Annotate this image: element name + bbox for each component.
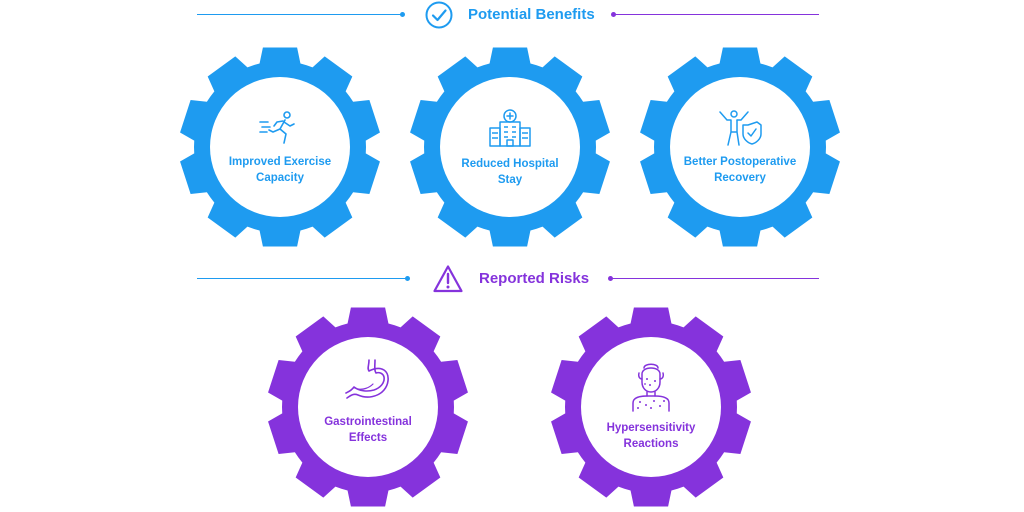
risk-gear-gastrointestinal: Gastrointestinal Effects bbox=[265, 304, 471, 510]
risks-header: Reported Risks bbox=[0, 264, 1024, 294]
risks-header-dot-left bbox=[405, 276, 410, 281]
benefit-gear-hospital: Reduced Hospital Stay bbox=[407, 44, 613, 250]
risks-header-line-left bbox=[197, 278, 408, 279]
gear-label: Hypersensitivity Reactions bbox=[548, 420, 754, 452]
benefit-gear-exercise: Improved Exercise Capacity bbox=[177, 44, 383, 250]
gear-inner-circle bbox=[298, 337, 438, 477]
benefits-header-line-left bbox=[197, 14, 403, 15]
warning-triangle-icon bbox=[432, 264, 464, 299]
gear-inner-circle bbox=[210, 77, 350, 217]
running-person-icon bbox=[258, 110, 302, 151]
benefits-title: Potential Benefits bbox=[468, 6, 595, 23]
gear-label: Improved Exercise Capacity bbox=[177, 154, 383, 186]
benefit-gear-recovery: Better Postoperative Recovery bbox=[637, 44, 843, 250]
gear-label-line1: Better Postoperative bbox=[683, 156, 797, 168]
gear-inner-circle bbox=[670, 77, 810, 217]
risk-gear-hypersensitivity: Hypersensitivity Reactions bbox=[548, 304, 754, 510]
risks-title: Reported Risks bbox=[479, 270, 590, 287]
gear-label: Better Postoperative Recovery bbox=[637, 154, 843, 186]
gear-label-line1: Gastrointestinal bbox=[324, 416, 412, 428]
stomach-icon bbox=[343, 358, 393, 409]
gear-inner-circle bbox=[440, 77, 580, 217]
person-rash-icon bbox=[628, 360, 674, 417]
gear-label-line1: Hypersensitivity bbox=[606, 422, 696, 434]
hospital-building-icon bbox=[487, 108, 533, 153]
check-circle-icon bbox=[424, 0, 454, 35]
person-shield-icon bbox=[717, 108, 763, 153]
gear-label-line2: Reactions bbox=[623, 438, 679, 450]
risks-header-line-right bbox=[611, 278, 819, 279]
gear-label-line1: Reduced Hospital bbox=[461, 158, 559, 170]
gear-label: Gastrointestinal Effects bbox=[265, 414, 471, 446]
gear-label: Reduced Hospital Stay bbox=[407, 156, 613, 188]
risks-header-dot-right bbox=[608, 276, 613, 281]
benefits-header-line-right bbox=[614, 14, 819, 15]
benefits-header-dot-right bbox=[611, 12, 616, 17]
gear-label-line2: Recovery bbox=[714, 172, 766, 184]
benefits-header-dot-left bbox=[400, 12, 405, 17]
gear-label-line2: Stay bbox=[497, 174, 523, 186]
benefits-header: Potential Benefits bbox=[0, 0, 1024, 30]
gear-label-line2: Effects bbox=[348, 432, 388, 444]
gear-label-line1: Improved Exercise bbox=[228, 156, 332, 168]
gear-label-line2: Capacity bbox=[256, 172, 304, 184]
